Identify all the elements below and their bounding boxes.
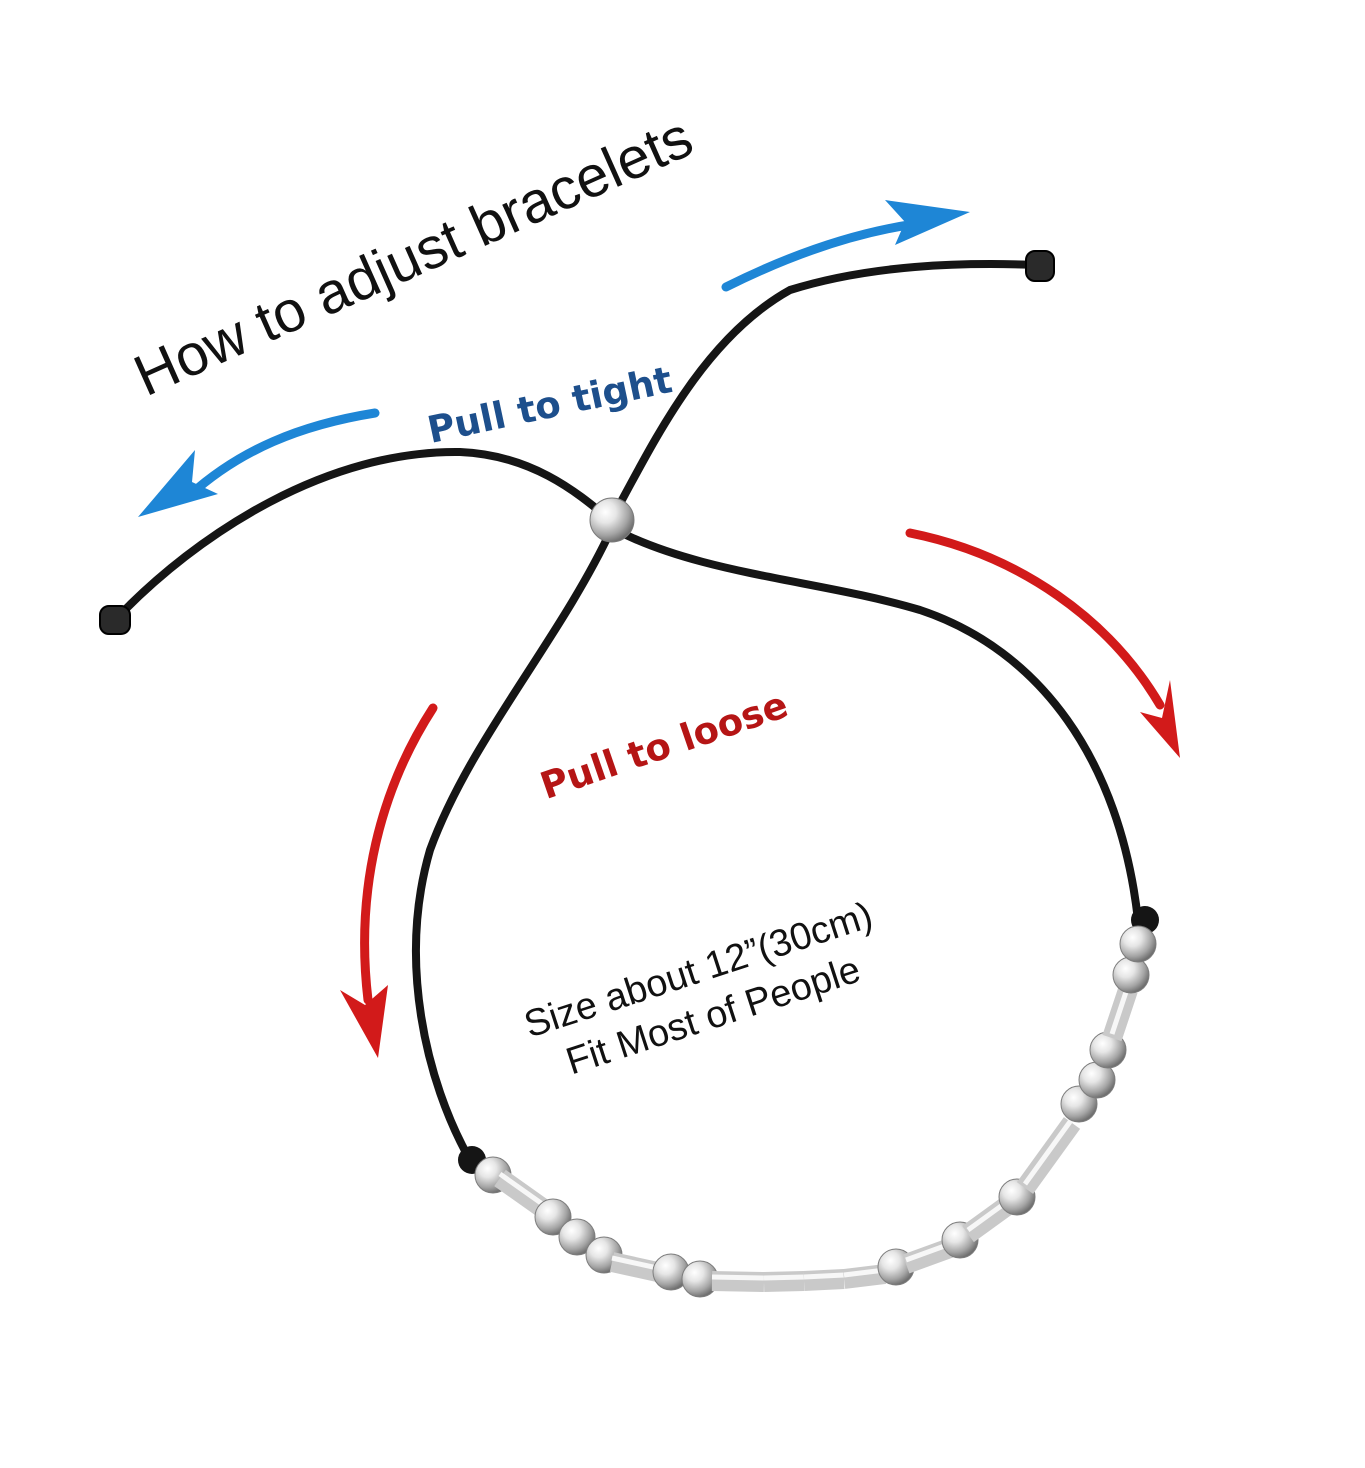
morse-dash-highlight <box>1109 985 1131 1035</box>
blue-arrow-left-shaft <box>185 408 380 500</box>
morse-dash-highlight <box>711 1274 765 1281</box>
bracelet-cord <box>109 260 1142 1164</box>
red-arrow-right-head <box>1140 680 1180 758</box>
red-arrow-right-shaft <box>905 528 1165 710</box>
blue-arrow-right-head <box>885 200 970 245</box>
cord-tips <box>99 250 1055 635</box>
morse-dot-bead <box>1112 956 1150 994</box>
cord-right-end <box>606 260 1042 526</box>
morse-dash-highlight <box>803 1272 845 1280</box>
pull-loose-arrows <box>340 528 1180 1058</box>
morse-dash-tube <box>902 1238 954 1274</box>
morse-dash-tube <box>842 1264 887 1289</box>
red-arrow-left-head <box>340 985 388 1058</box>
morse-dash-highlight <box>905 1241 951 1263</box>
pull-tight-arrows <box>138 200 970 517</box>
red-arrow-left-shaft <box>360 703 438 1005</box>
cord-tip-right <box>1025 250 1055 282</box>
cord-tip-left <box>99 605 131 635</box>
morse-beads <box>458 906 1159 1298</box>
morse-dot-bead <box>534 1198 572 1236</box>
morse-dash-highlight <box>763 1274 805 1281</box>
morse-dash-tube <box>803 1269 845 1291</box>
cord-left-end <box>109 447 614 626</box>
center-dot <box>595 405 599 409</box>
morse-dash-highlight <box>1022 1117 1075 1186</box>
blue-arrow-left-head <box>138 450 218 517</box>
cord-loop-right <box>608 524 1142 924</box>
sliding-bead <box>589 497 635 543</box>
morse-dash-tube <box>711 1271 765 1292</box>
morse-dash-tube <box>962 1196 1014 1243</box>
cord-loop-left <box>412 524 616 1164</box>
morse-dash-highlight <box>498 1171 550 1211</box>
morse-dot-bead <box>558 1218 596 1256</box>
morse-dot-bead <box>1119 925 1157 963</box>
morse-dash-tube <box>763 1271 805 1292</box>
